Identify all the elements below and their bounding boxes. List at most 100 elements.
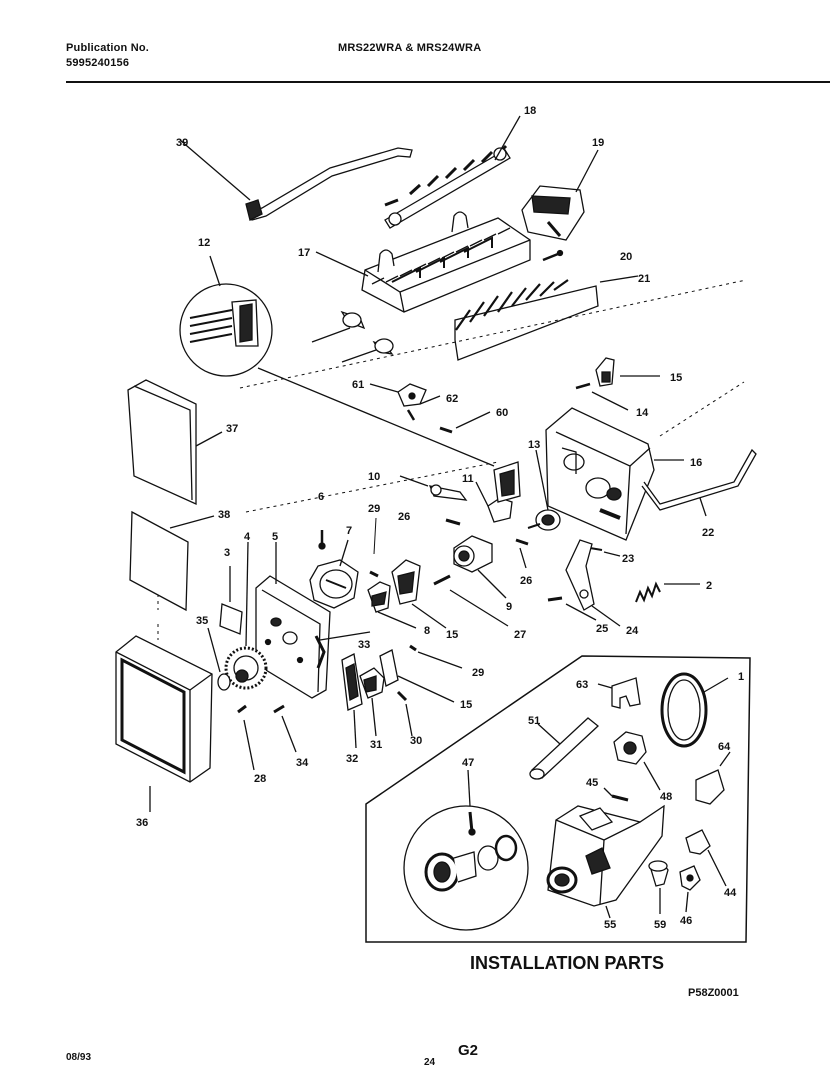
section-title: INSTALLATION PARTS (470, 953, 664, 973)
callout-4: 4 (244, 531, 251, 543)
part-5-mounting-plate (255, 542, 331, 699)
part-1-ring (660, 672, 729, 748)
part-21-heater (454, 275, 639, 361)
callout-32: 32 (346, 753, 358, 765)
part-12-harness-detail (179, 255, 495, 467)
part-4-gear (224, 541, 268, 690)
part-15-switch-middle (391, 559, 447, 629)
callout-13: 13 (528, 439, 540, 451)
callout-61: 61 (352, 379, 364, 391)
callout-11: 11 (462, 473, 474, 485)
part-44-clip (685, 829, 727, 887)
callout-17: 17 (298, 247, 310, 259)
callout-15-low: 15 (460, 699, 472, 711)
callout-44: 44 (724, 887, 737, 899)
callout-14: 14 (636, 407, 649, 419)
part-35-washer (207, 627, 231, 691)
part-39-ejector-arm (179, 139, 413, 221)
part-60-screw (439, 411, 491, 434)
part-26-screw-middle (515, 538, 529, 569)
part-27-screw (433, 574, 509, 627)
part-30-screw (396, 690, 413, 737)
callout-37: 37 (226, 423, 238, 435)
part-37-cover (127, 379, 223, 506)
publication-label: Publication No. (66, 42, 150, 54)
header-rule (66, 81, 830, 83)
callout-29-top: 29 (368, 503, 380, 515)
part-16-control-housing (545, 407, 684, 541)
installation-parts-box (365, 655, 751, 943)
part-8-switch (367, 581, 417, 629)
part-18-ejector-rake (384, 115, 521, 229)
part-29-screw-middle (409, 644, 463, 669)
part-48-nut (613, 731, 661, 791)
part-38-insulation (129, 510, 215, 612)
part-23-pin (589, 547, 621, 557)
part-32-bracket (341, 653, 363, 749)
callout-46: 46 (680, 915, 692, 927)
part-14-screw (575, 382, 629, 411)
publication-number: 5995240156 (66, 57, 130, 69)
callout-55: 55 (604, 919, 616, 931)
callout-39: 39 (176, 137, 188, 149)
callout-36: 36 (136, 817, 148, 829)
callout-26-middle: 26 (520, 575, 532, 587)
part-2-spring (635, 581, 700, 603)
callout-16: 16 (690, 457, 702, 469)
callout-10: 10 (368, 471, 380, 483)
part-31-switch (359, 667, 385, 737)
callout-15-middle: 15 (446, 629, 458, 641)
part-24-lever (565, 539, 621, 627)
callout-29-middle: 29 (472, 667, 484, 679)
footer-date: 08/93 (66, 1052, 92, 1063)
callout-60: 60 (496, 407, 508, 419)
part-22-shutoff-arm (641, 448, 757, 517)
part-51-tube (529, 717, 599, 780)
callout-5: 5 (272, 531, 278, 543)
callout-25: 25 (596, 623, 608, 635)
callout-45: 45 (586, 777, 598, 789)
callout-15-top: 15 (670, 372, 682, 384)
callout-23: 23 (622, 553, 634, 565)
callout-33: 33 (358, 639, 370, 651)
part-45-screw (603, 787, 629, 802)
part-13-thermostat (527, 449, 561, 531)
part-55-water-valve (546, 804, 665, 919)
callout-34: 34 (296, 757, 309, 769)
callout-35: 35 (196, 615, 208, 627)
figure-code: P58Z0001 (688, 987, 739, 999)
callout-30: 30 (410, 735, 422, 747)
callout-59: 59 (654, 919, 666, 931)
part-19-bracket (521, 149, 599, 241)
callout-3: 3 (224, 547, 230, 559)
callout-26-top: 26 (398, 511, 410, 523)
footer-page: 24 (424, 1057, 436, 1068)
part-11-connector (475, 461, 521, 523)
callout-62: 62 (446, 393, 458, 405)
part-28-screw (237, 704, 255, 771)
callout-47: 47 (462, 757, 474, 769)
part-20-screw (542, 249, 564, 262)
callout-38: 38 (218, 509, 230, 521)
part-6-screw (318, 530, 326, 550)
part-26-screw-top (445, 518, 461, 526)
part-64-clip (695, 751, 731, 805)
part-17-ice-mold (311, 211, 531, 363)
part-63-clamp (597, 677, 641, 709)
callout-21: 21 (638, 273, 650, 285)
model-numbers: MRS22WRA & MRS24WRA (338, 42, 482, 54)
part-61-clip (369, 383, 427, 407)
callout-51: 51 (528, 715, 540, 727)
part-15-switch-low (379, 649, 455, 703)
callout-28: 28 (254, 773, 266, 785)
part-7-motor (309, 539, 359, 609)
part-25-screw (547, 596, 597, 621)
callout-48: 48 (660, 791, 672, 803)
callout-24: 24 (626, 625, 639, 637)
callout-1: 1 (738, 671, 744, 683)
part-9-cam (453, 535, 507, 599)
callout-64: 64 (718, 741, 731, 753)
callout-20: 20 (620, 251, 632, 263)
callout-22: 22 (702, 527, 714, 539)
